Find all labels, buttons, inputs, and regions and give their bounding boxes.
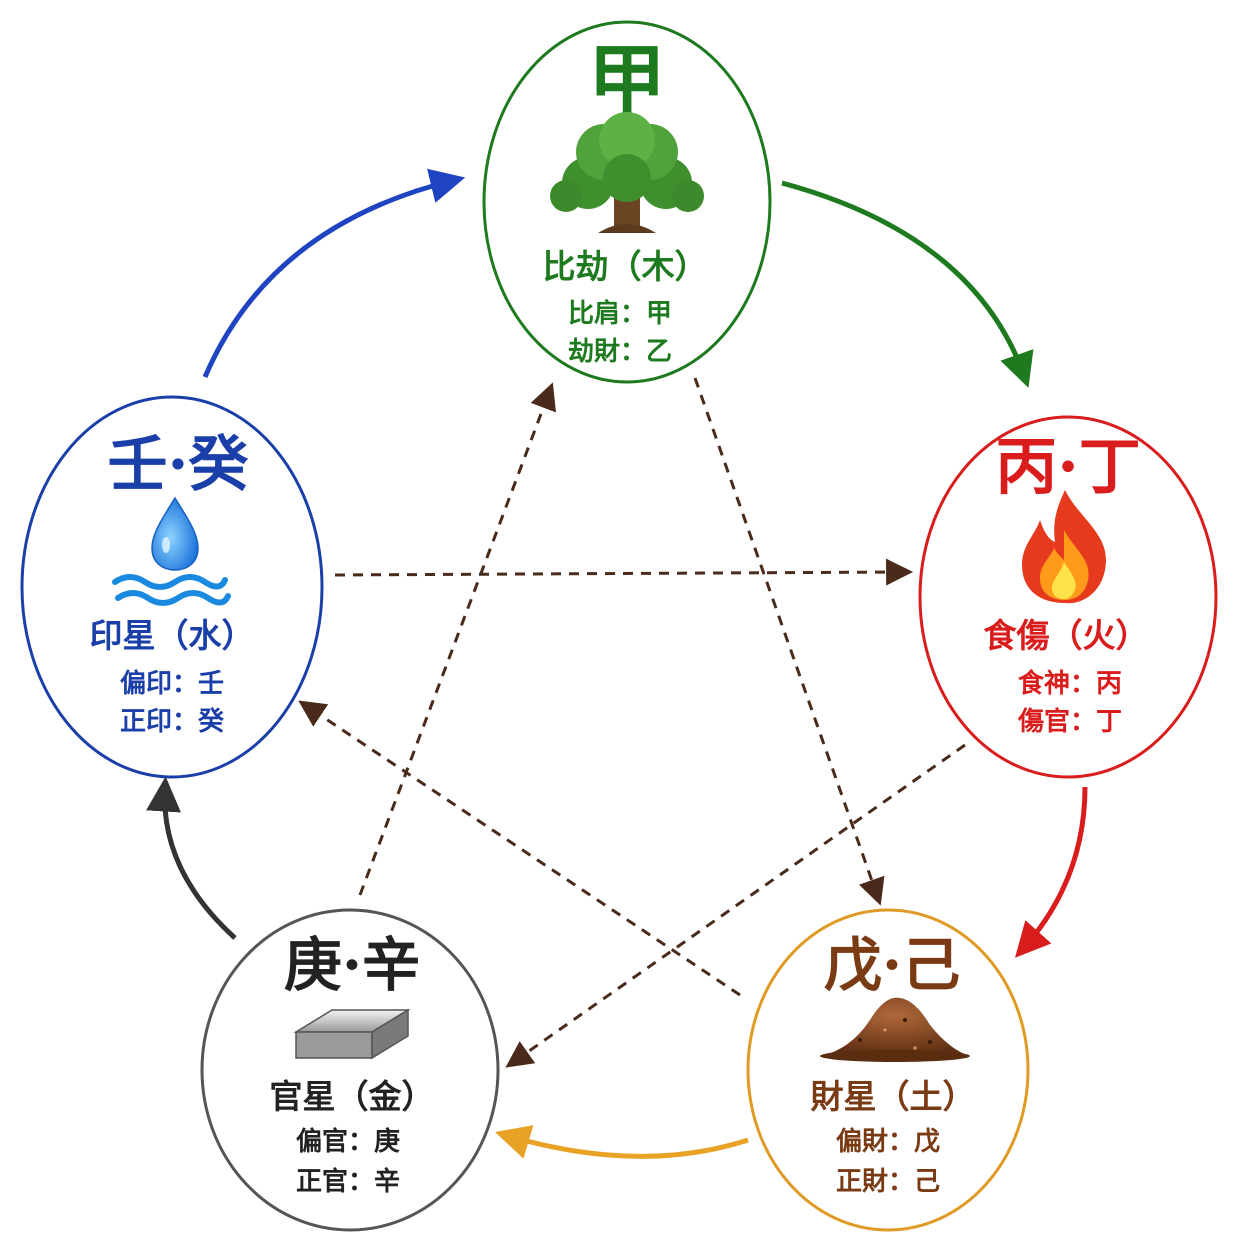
tree-icon xyxy=(550,112,704,233)
metal-category: 官星（金） xyxy=(270,1077,435,1116)
generate-arrow-metal-to-water xyxy=(146,776,237,940)
wood-line1: 比肩：甲 xyxy=(568,298,672,329)
control-arrow-water-to-fire xyxy=(334,558,914,586)
earth-ellipse xyxy=(746,908,1030,1232)
fire-stems: 丙·丁 xyxy=(995,430,1141,503)
generate-arrow-water-to-wood xyxy=(202,168,466,378)
metal-line1: 偏官：庚 xyxy=(296,1126,400,1157)
soil-mound-icon xyxy=(820,997,970,1062)
control-arrow-earth-to-water xyxy=(298,700,741,997)
metal-ellipse xyxy=(200,908,500,1232)
earth-category: 財星（土） xyxy=(811,1077,976,1116)
wood-stems: 甲 xyxy=(588,36,666,127)
water-line2: 正印：癸 xyxy=(120,706,225,737)
wood-node: 甲 比劫（木） 比肩：甲 劫財：乙 xyxy=(482,20,772,384)
earth-node: 戊·己 財星（土） 偏財：戊 正財：己 xyxy=(746,908,1030,1232)
water-drop-icon xyxy=(112,496,231,606)
flame-icon xyxy=(1022,490,1106,604)
generate-arrow-earth-to-metal xyxy=(494,1125,749,1159)
metal-node: 庚·辛 官星（金） 偏官：庚 正官：辛 xyxy=(200,908,500,1232)
fire-node: 丙·丁 食傷（火） 食神：丙 傷官：丁 xyxy=(918,415,1218,779)
water-stems: 壬·癸 xyxy=(108,430,249,500)
metal-ingot-icon xyxy=(293,1008,411,1060)
metal-stems: 庚·辛 xyxy=(284,931,420,999)
earth-line1: 偏財：戊 xyxy=(836,1126,940,1157)
fire-line1: 食神：丙 xyxy=(1018,668,1122,699)
metal-line2: 正官：辛 xyxy=(296,1166,400,1197)
wood-category: 比劫（木） xyxy=(543,247,708,286)
control-arrow-wood-to-earth xyxy=(693,377,885,906)
generate-arrow-fire-to-earth xyxy=(1014,786,1088,958)
wood-line2: 劫財：乙 xyxy=(568,337,672,367)
generate-arrow-wood-to-fire xyxy=(781,180,1034,388)
earth-line2: 正財：己 xyxy=(836,1167,940,1197)
control-arrow-fire-to-metal xyxy=(505,743,966,1068)
water-line1: 偏印：壬 xyxy=(120,668,224,699)
water-category: 印星（水） xyxy=(90,616,255,655)
fire-category: 食傷（火） xyxy=(984,616,1149,655)
fire-line2: 傷官：丁 xyxy=(1017,706,1122,737)
earth-stems: 戊·己 xyxy=(824,931,960,999)
water-node: 壬·癸 印星（水） 偏印：壬 正印：癸 xyxy=(20,395,324,779)
